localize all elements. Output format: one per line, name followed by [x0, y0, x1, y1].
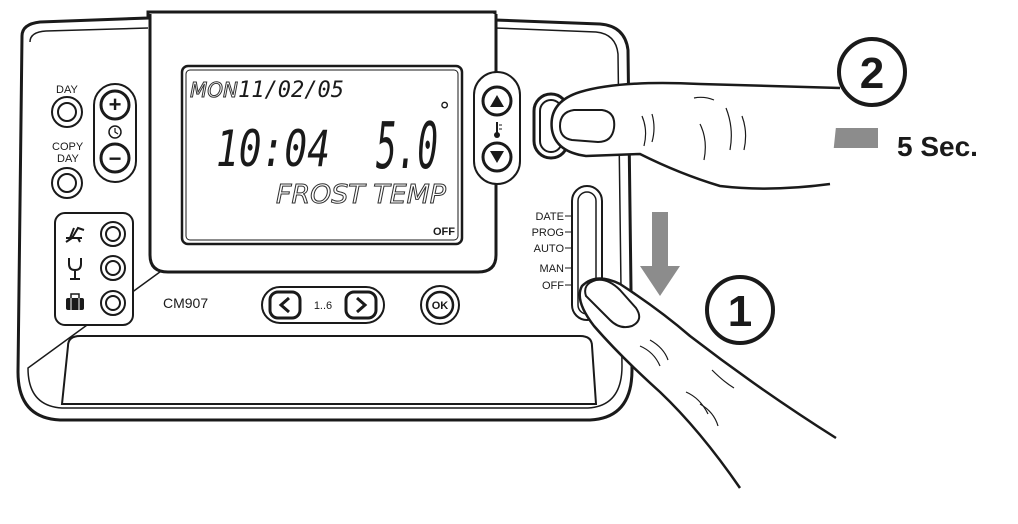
mode-auto: AUTO — [534, 243, 565, 255]
svg-text:OK: OK — [432, 300, 449, 312]
minus-button[interactable]: − — [99, 142, 131, 174]
callout-1: 1 — [705, 275, 775, 345]
temp-up-button[interactable] — [481, 85, 513, 117]
model-label: CM907 — [163, 295, 208, 311]
svg-text:+: + — [109, 92, 122, 117]
ok-button[interactable]: OK — [420, 285, 460, 325]
mode-man: MAN — [540, 263, 565, 275]
copy-day-label-line2: DAY — [57, 153, 79, 165]
preset-button-1[interactable] — [100, 221, 126, 247]
svg-text:−: − — [109, 146, 122, 171]
lcd-screen — [180, 64, 464, 246]
finger-1 — [578, 277, 837, 489]
copy-day-button[interactable] — [51, 167, 83, 199]
prev-button[interactable] — [268, 290, 302, 320]
lcd-day: MON — [190, 78, 238, 102]
mode-date: DATE — [535, 211, 564, 223]
next-button[interactable] — [344, 290, 378, 320]
lcd-status: OFF — [433, 226, 455, 238]
plus-button[interactable]: + — [99, 89, 131, 121]
nav-range: 1..6 — [314, 300, 332, 312]
device-inner-edge — [27, 27, 623, 409]
thermometer-icon — [494, 122, 502, 138]
deckchair-icon — [65, 226, 85, 243]
mode-off: OFF — [542, 280, 564, 292]
down-arrow — [640, 212, 680, 296]
lcd-date: 11/02/05 — [238, 78, 344, 103]
preset-button-3[interactable] — [100, 290, 126, 316]
lcd-temperature: 5.0 — [376, 110, 438, 184]
day-button[interactable] — [51, 96, 83, 128]
clock-icon — [108, 125, 122, 139]
finger-2 — [550, 81, 841, 190]
lcd-time: 10:04 — [216, 120, 330, 178]
suitcase-icon — [66, 293, 84, 310]
temp-down-button[interactable] — [481, 141, 513, 173]
copy-day-label-line1: COPY — [52, 141, 84, 153]
svg-text:2: 2 — [860, 49, 884, 98]
callout-2: 2 — [837, 37, 907, 107]
lcd-degree: ° — [438, 99, 451, 124]
lcd-mode-text: FROST TEMP — [276, 180, 446, 210]
duration-label: 5 Sec. — [897, 131, 978, 162]
preset-button-2[interactable] — [100, 255, 126, 281]
bottom-recess — [60, 335, 598, 405]
mode-prog: PROG — [532, 227, 564, 239]
day-label: DAY — [56, 84, 78, 96]
svg-text:1: 1 — [728, 287, 752, 336]
mode-labels: DATE PROG AUTO MAN OFF — [532, 211, 572, 292]
wine-glass-icon — [68, 258, 82, 280]
